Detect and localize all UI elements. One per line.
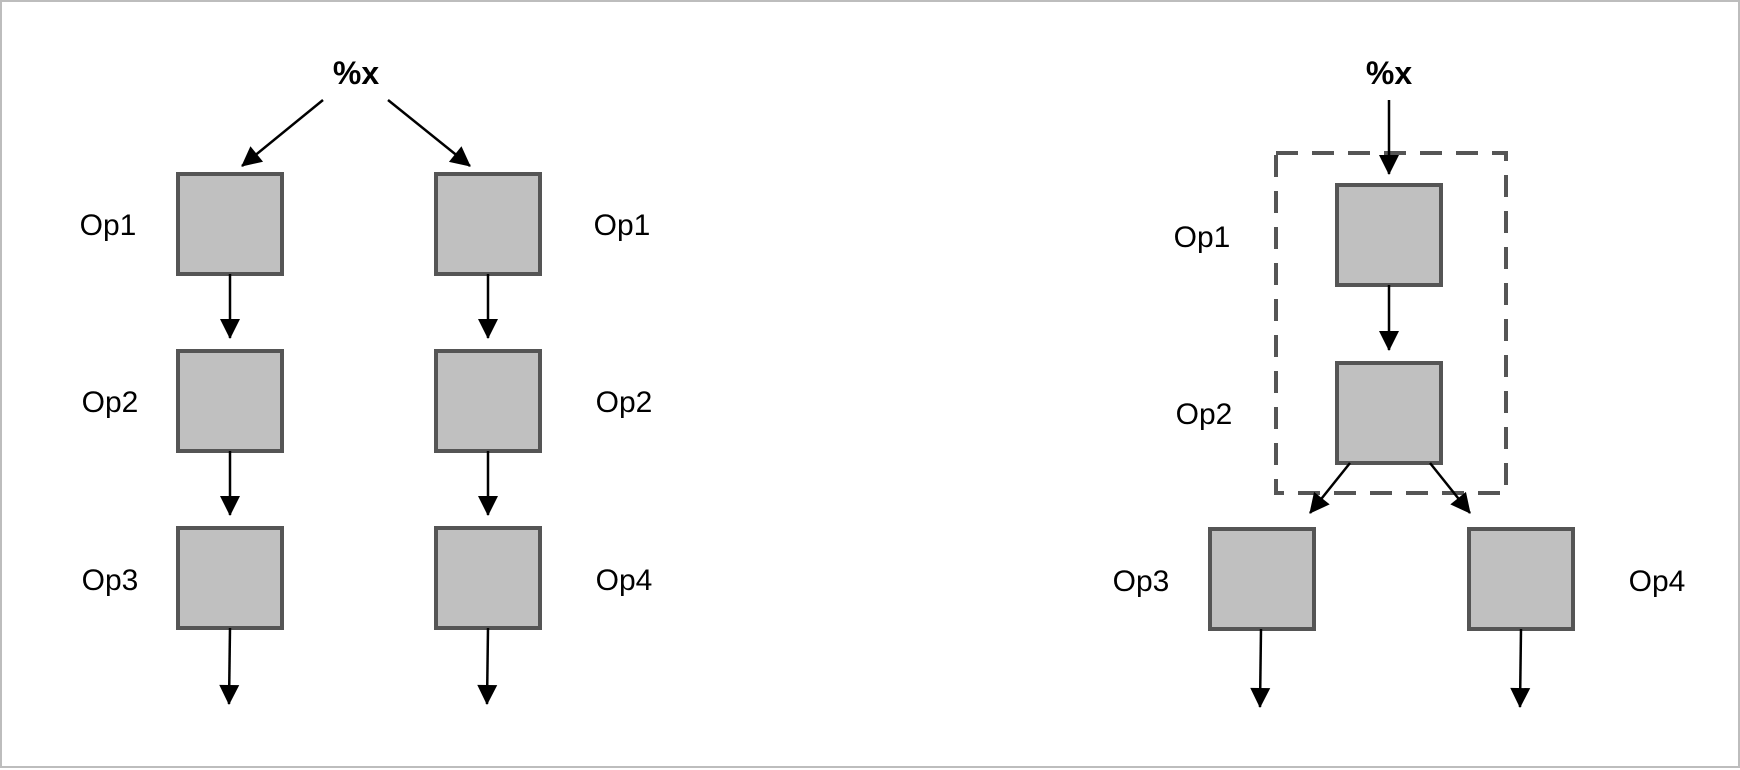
left-a-op2-label: Op2	[82, 386, 139, 419]
right-op4-box	[1467, 527, 1575, 631]
right-op2-box	[1335, 361, 1443, 465]
right-edge-op4-out	[1510, 628, 1531, 708]
left-a-op3-label: Op3	[82, 564, 139, 597]
right-edge-op2-op4	[1429, 462, 1471, 514]
left-b-edge-op4-out	[477, 627, 498, 705]
left-edge-input-to-b-op1	[387, 99, 471, 167]
right-edge-op3-out	[1250, 628, 1271, 708]
left-a-edge-op3-out	[219, 627, 240, 705]
left-a-op1-label: Op1	[80, 209, 137, 242]
right-op3-box	[1208, 527, 1316, 631]
left-a-op3-box	[176, 526, 284, 630]
left-input-label: %x	[333, 55, 379, 91]
right-diagram: %x Op1 Op2 Op3 Op4	[1113, 55, 1686, 708]
right-op1-label: Op1	[1174, 221, 1231, 254]
left-b-op2-box	[434, 349, 542, 453]
right-op4-label: Op4	[1629, 565, 1686, 598]
right-op2-label: Op2	[1176, 398, 1233, 431]
left-b-op4-box	[434, 526, 542, 630]
left-b-op4-label: Op4	[596, 564, 653, 597]
left-diagram: %x Op1 Op2 Op3 Op1 Op2 Op4	[80, 55, 653, 705]
left-b-op2-label: Op2	[596, 386, 653, 419]
left-b-op1-label: Op1	[594, 209, 651, 242]
fused-group-outline	[1274, 151, 1508, 495]
left-a-op2-box	[176, 349, 284, 453]
right-op1-box	[1335, 183, 1443, 287]
left-edge-input-to-a-op1	[241, 99, 324, 167]
right-op3-label: Op3	[1113, 565, 1170, 598]
right-edge-op2-op3	[1309, 462, 1351, 514]
left-a-op1-box	[176, 172, 284, 276]
left-b-op1-box	[434, 172, 542, 276]
right-input-label: %x	[1366, 55, 1412, 91]
